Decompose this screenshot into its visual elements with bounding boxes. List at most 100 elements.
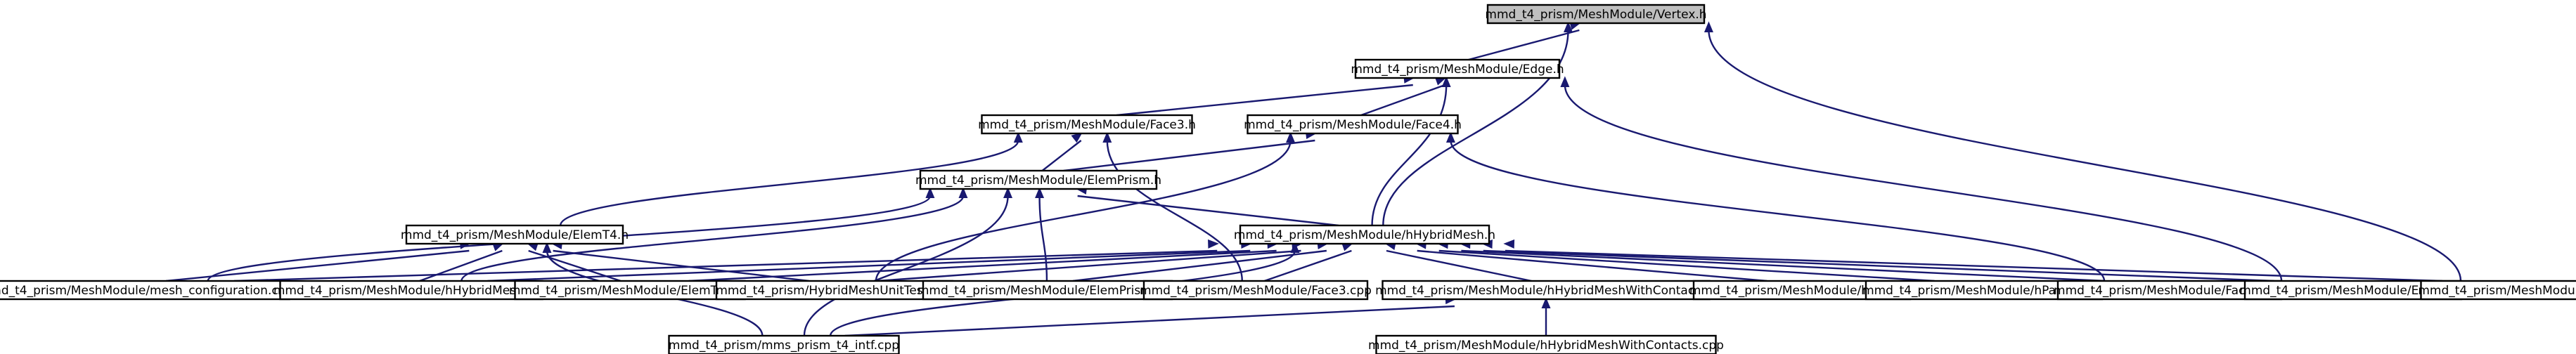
arrowhead-icon	[1290, 242, 1300, 253]
edge-layer	[166, 21, 2462, 337]
edge-prism-h-to-prism-cpp	[1035, 187, 1048, 282]
node-label: mmd_t4_prism/mms_prism_t4_intf.cpp	[669, 339, 899, 353]
node-label: mmd_t4_prism/MeshModule/Vertex.cpp	[2418, 284, 2576, 298]
node-layer: mmd_t4_prism/MeshModule/Vertex.h mmd_t4_p…	[0, 4, 2576, 354]
edge-line	[1417, 249, 1767, 282]
edge-edge-h-to-face4-h	[1360, 77, 1447, 117]
edge-line	[1360, 84, 1445, 117]
node-label: mmd_t4_prism/MeshModule/Face3.h	[978, 118, 1196, 132]
edge-line	[487, 249, 1251, 282]
node-box	[1354, 58, 1561, 79]
arrowhead-icon	[1564, 21, 1573, 32]
node-label: mmd_t4_prism/MeshModule/Vertex.h	[1485, 8, 1706, 22]
node-contacts-cpp[interactable]: mmd_t4_prism/MeshModule/hHybridMeshWithC…	[1368, 334, 1724, 354]
node-t4-cpp[interactable]: mmd_t4_prism/MeshModule/ElemT4.cpp	[509, 280, 751, 301]
node-box	[1382, 280, 1711, 301]
edge-prism-h-to-hybrid-cpp	[461, 187, 968, 282]
edge-prism-h-to-hybrid-h	[1076, 185, 1339, 227]
node-intf[interactable]: mmd_t4_prism/mms_prism_t4_intf.cpp	[668, 334, 900, 354]
node-t4-h[interactable]: mmd_t4_prism/MeshModule/ElemT4.h	[401, 224, 629, 245]
edge-line	[803, 195, 1009, 336]
node-label: mmd_t4_prism/MeshModule/Edge.cpp	[2239, 284, 2466, 298]
edge-line	[1483, 249, 2274, 282]
edge-line	[1072, 249, 1327, 282]
node-face4-h[interactable]: mmd_t4_prism/MeshModule/Face4.h	[1244, 114, 1462, 135]
edge-edge-h-to-face3-h	[1116, 74, 1415, 117]
edge-line	[1708, 29, 2462, 282]
node-box	[981, 114, 1193, 135]
edge-hybrid-h-to-face4-cpp	[1459, 240, 2106, 282]
node-label: mmd_t4_prism/MeshModule/hObj.cpp	[1689, 284, 1914, 298]
edge-vertex-h-to-vertex-cpp	[1704, 21, 2462, 282]
node-unittest[interactable]: mmd_t4_prism/HybridMeshUnitTest.cpp	[715, 280, 954, 301]
node-label: mmd_t4_prism/MeshModule/hHybridMeshWithC…	[1368, 339, 1724, 353]
edge-line	[1116, 84, 1413, 117]
edge-t4-h-to-unittest	[551, 240, 809, 282]
edge-line	[1450, 140, 2106, 282]
edge-line	[877, 249, 1301, 282]
node-meshconf[interactable]: mmd_t4_prism/MeshModule/mesh_configurati…	[0, 280, 293, 301]
edge-line	[1077, 195, 1339, 227]
arrowhead-icon	[1541, 297, 1551, 308]
edge-line	[1468, 29, 1580, 61]
node-label: mmd_t4_prism/MeshModule/Edge.h	[1351, 63, 1564, 77]
node-box	[919, 169, 1158, 190]
node-box	[1486, 4, 1706, 25]
edge-prism-h-to-intf	[803, 187, 1013, 336]
edge-line	[461, 195, 965, 282]
node-box	[668, 334, 900, 354]
node-box	[715, 280, 954, 301]
edge-contacts-h-to-intf	[844, 295, 1457, 337]
node-edge-h[interactable]: mmd_t4_prism/MeshModule/Edge.h	[1351, 58, 1564, 79]
node-contacts-h[interactable]: mmd_t4_prism/MeshModule/hHybridMeshWithC…	[1375, 280, 1717, 301]
edge-face4-h-to-unittest	[875, 131, 1296, 282]
node-label: mmd_t4_prism/MeshModule/mesh_configurati…	[0, 284, 293, 298]
edge-line	[1041, 140, 1082, 171]
node-label: mmd_t4_prism/HybridMeshUnitTest.cpp	[716, 284, 953, 298]
node-label: mmd_t4_prism/MeshModule/Face4.cpp	[2054, 284, 2286, 298]
edge-edge-h-to-hybrid-h	[1371, 76, 1451, 226]
edge-face3-h-to-prism-h	[1041, 132, 1083, 171]
edge-line	[1461, 249, 2106, 282]
node-label: mmd_t4_prism/MeshModule/hParent.cpp	[1862, 284, 2106, 298]
arrowhead-icon	[1503, 239, 1515, 249]
arrowhead-icon	[1208, 239, 1219, 249]
arrowhead-icon	[1102, 131, 1112, 143]
node-vertex-cpp[interactable]: mmd_t4_prism/MeshModule/Vertex.cpp	[2418, 280, 2576, 301]
node-prism-cpp[interactable]: mmd_t4_prism/MeshModule/ElemPrism.cpp	[917, 280, 1178, 301]
node-face3-cpp[interactable]: mmd_t4_prism/MeshModule/Face3.cpp	[1140, 280, 1372, 301]
edge-hybrid-h-to-face3-cpp	[1264, 242, 1353, 282]
edge-t4-h-to-hybrid-cpp	[419, 242, 504, 282]
arrowhead-icon	[542, 242, 552, 253]
node-box	[1247, 114, 1459, 135]
edge-line	[1063, 139, 1315, 172]
node-box	[405, 224, 624, 245]
node-hybrid-cpp[interactable]: mmd_t4_prism/MeshModule/hHybridMesh.cpp	[273, 280, 549, 301]
edge-line	[1264, 249, 1352, 282]
node-vertex-h[interactable]: mmd_t4_prism/MeshModule/Vertex.h	[1485, 4, 1707, 25]
node-label: mmd_t4_prism/MeshModule/Face3.cpp	[1140, 284, 1372, 298]
edge-t4-h-to-t4-cpp	[527, 242, 622, 282]
edge-line	[166, 249, 470, 282]
edge-line	[1505, 249, 2442, 282]
node-face3-h[interactable]: mmd_t4_prism/MeshModule/Face3.h	[978, 114, 1196, 135]
edge-vertex-h-to-edge-h	[1468, 21, 1581, 61]
node-hybrid-h[interactable]: mmd_t4_prism/MeshModule/hHybridMesh.h	[1234, 224, 1495, 245]
edge-hybrid-h-to-prism-cpp	[1072, 240, 1329, 282]
edge-line	[233, 249, 1218, 282]
edge-line	[419, 249, 503, 282]
edge-line	[875, 140, 1292, 282]
arrowhead-icon	[1560, 76, 1570, 87]
arrowhead-icon	[1286, 131, 1296, 143]
node-prism-h[interactable]: mmd_t4_prism/MeshModule/ElemPrism.h	[915, 169, 1161, 190]
node-label: mmd_t4_prism/MeshModule/ElemPrism.cpp	[917, 284, 1178, 298]
edge-line	[688, 249, 1277, 282]
edge-face4-h-to-face4-cpp	[1445, 131, 2106, 282]
node-label: mmd_t4_prism/MeshModule/ElemT4.cpp	[509, 284, 751, 298]
node-label: mmd_t4_prism/MeshModule/ElemPrism.h	[915, 173, 1161, 188]
node-label: mmd_t4_prism/MeshModule/ElemT4.h	[401, 228, 629, 242]
arrowhead-icon	[958, 187, 968, 198]
edge-face4-h-to-prism-h	[1063, 130, 1317, 172]
arrowhead-icon	[1704, 21, 1713, 32]
